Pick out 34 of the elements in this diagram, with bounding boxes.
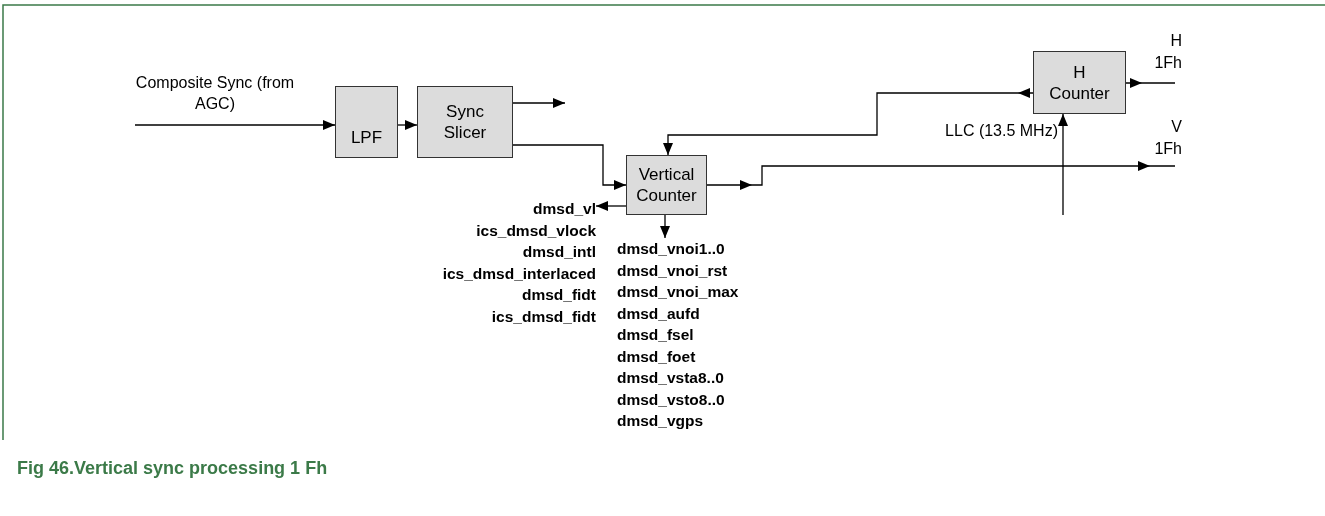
arrow [663, 88, 1034, 156]
arrow [660, 214, 670, 239]
process-box: Vertical Counter [626, 155, 707, 215]
signal-name: ics_dmsd_fidt [490, 306, 596, 327]
signal-name: dmsd_vnoi1..0 [617, 239, 726, 259]
signal-name: dmsd_fsel [617, 325, 695, 345]
signal-name: dmsd_fidt [520, 285, 596, 305]
arrow [512, 144, 627, 190]
signal-name: dmsd_vl [532, 199, 596, 219]
arrow [1125, 78, 1176, 88]
arrow [595, 201, 627, 211]
signal-name: dmsd_intl [521, 242, 596, 262]
arrow [134, 120, 336, 130]
process-box: H Counter [1033, 51, 1126, 114]
arrow [1058, 113, 1068, 216]
signal-name: dmsd_foet [617, 346, 697, 367]
edge-label: LLC (13.5 MHz) [944, 121, 1058, 141]
arrow [706, 161, 1176, 190]
signal-name: ics_dmsd_vlock [475, 220, 596, 241]
signal-name: dmsd_vnoi_rst [617, 260, 729, 281]
figure-caption: Fig 46.Vertical sync processing 1 Fh [17, 458, 328, 479]
signal-name: dmsd_vsto8..0 [617, 389, 726, 410]
edge-label: Composite Sync (from AGC) [134, 73, 296, 114]
signal-name: ics_dmsd_interlaced [441, 263, 596, 284]
arrow [397, 120, 418, 130]
signal-name: dmsd_vsta8..0 [617, 368, 725, 388]
signal-name: dmsd_vgps [617, 411, 705, 431]
output-label: H 1Fh [1144, 30, 1182, 83]
process-box: Sync Slicer [417, 86, 513, 158]
signal-name: dmsd_vnoi_max [617, 282, 740, 302]
signal-name: dmsd_aufd [617, 303, 701, 324]
arrow [512, 98, 566, 108]
output-label: V 1Fh [1144, 116, 1182, 166]
process-box: LPF [335, 86, 398, 158]
